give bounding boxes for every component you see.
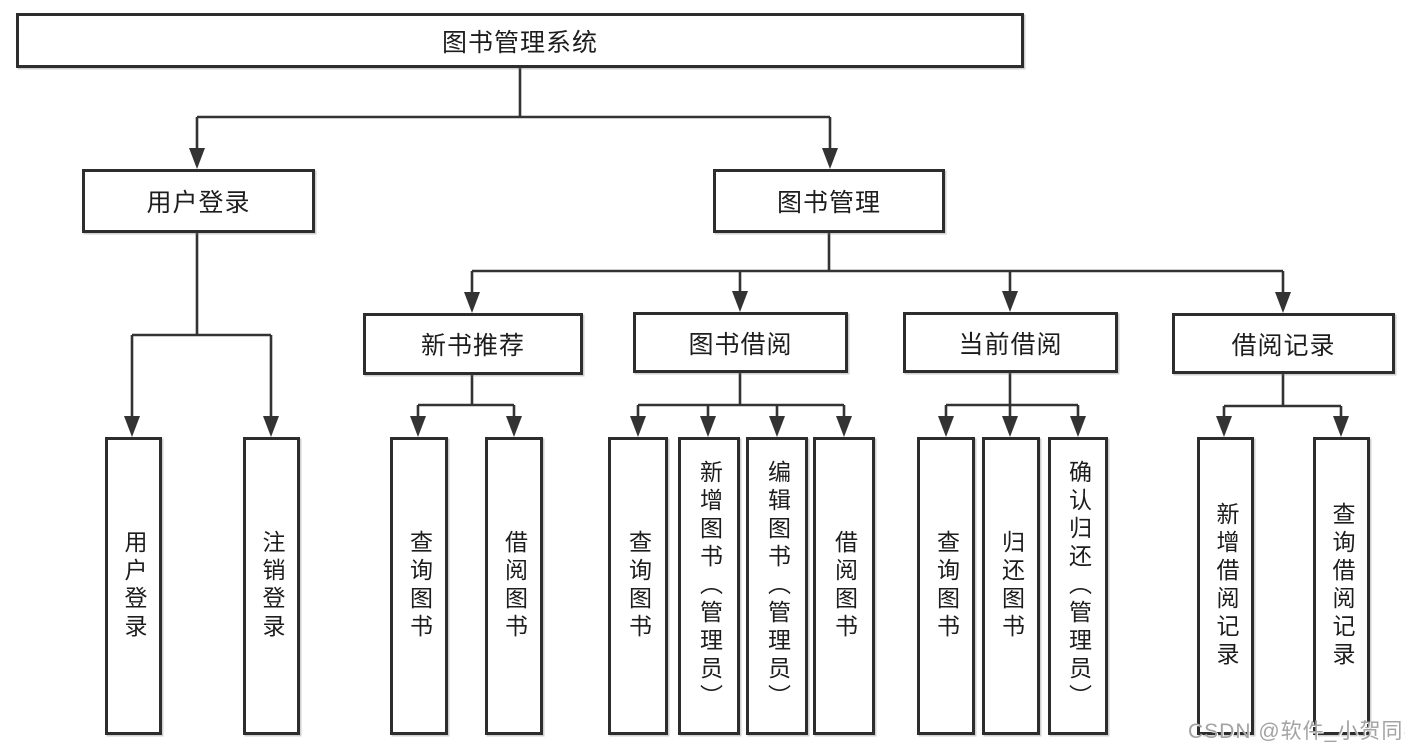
node-leaf-return-books: 归还图书 (982, 437, 1040, 735)
node-leaf-borrow-books-borrowing: 借阅图书 (813, 437, 875, 735)
node-leaf-query-books-current-label: 查询图书 (933, 530, 960, 642)
node-new-book-recommend-label: 新书推荐 (420, 332, 525, 360)
node-leaf-query-books-recommend: 查询图书 (390, 437, 448, 735)
node-current-borrowing: 当前借阅 (903, 312, 1118, 373)
node-leaf-edit-books-admin: 编辑图书（管理员） (746, 437, 808, 735)
node-leaf-query-books-borrowing: 查询图书 (608, 437, 668, 735)
node-leaf-logout-label: 注销登录 (259, 530, 285, 642)
node-user-login-label: 用户登录 (146, 189, 251, 217)
node-leaf-query-books-borrowing-label: 查询图书 (625, 530, 652, 642)
node-leaf-borrow-books-recommend-label: 借阅图书 (501, 530, 528, 642)
node-leaf-confirm-return-admin: 确认归还（管理员） (1048, 437, 1108, 735)
node-book-management-label: 图书管理 (776, 189, 881, 217)
node-leaf-query-borrow-record-label: 查询借阅记录 (1329, 502, 1355, 670)
node-book-borrowing-label: 图书借阅 (688, 330, 793, 359)
node-leaf-borrow-books-borrowing-label: 借阅图书 (831, 530, 858, 642)
node-leaf-add-borrow-record: 新增借阅记录 (1197, 437, 1254, 735)
node-library-system-label: 图书管理系统 (441, 28, 598, 57)
node-new-book-recommend: 新书推荐 (363, 313, 583, 375)
node-current-borrowing-label: 当前借阅 (958, 330, 1063, 359)
node-leaf-edit-books-admin-label: 编辑图书（管理员） (764, 460, 791, 712)
node-leaf-logout: 注销登录 (243, 437, 300, 735)
watermark-text: CSDN @软件_小贺同学 (1188, 720, 1405, 743)
node-leaf-user-login-label: 用户登录 (121, 530, 147, 642)
node-leaf-query-borrow-record: 查询借阅记录 (1313, 437, 1370, 735)
node-leaf-borrow-books-recommend: 借阅图书 (485, 437, 543, 735)
node-borrowing-records-label: 借阅记录 (1231, 331, 1336, 360)
node-leaf-add-books-admin: 新增图书（管理员） (678, 437, 740, 735)
node-user-login: 用户登录 (82, 169, 315, 233)
node-leaf-confirm-return-admin-label: 确认归还（管理员） (1065, 460, 1092, 712)
node-leaf-user-login: 用户登录 (105, 437, 162, 735)
node-leaf-add-books-admin-label: 新增图书（管理员） (696, 460, 723, 712)
node-book-management: 图书管理 (713, 169, 945, 233)
node-leaf-query-books-current: 查询图书 (917, 437, 975, 735)
node-leaf-return-books-label: 归还图书 (998, 530, 1025, 642)
node-leaf-add-borrow-record-label: 新增借阅记录 (1213, 502, 1239, 670)
node-leaf-query-books-recommend-label: 查询图书 (406, 530, 433, 642)
node-library-system: 图书管理系统 (16, 13, 1024, 68)
node-book-borrowing: 图书借阅 (633, 312, 848, 373)
node-borrowing-records: 借阅记录 (1172, 313, 1395, 374)
